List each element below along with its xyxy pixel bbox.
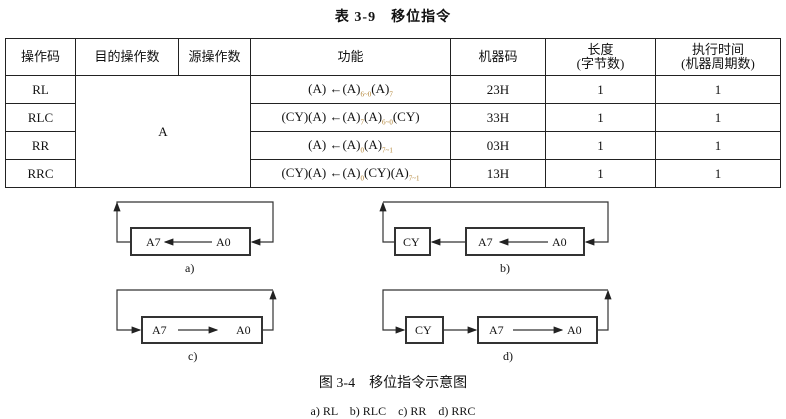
machine-code-cell: 13H (450, 159, 546, 188)
bit-range: 7~1 (382, 146, 393, 155)
bit-range: 0 (360, 146, 365, 155)
d-a0: A0 (567, 323, 582, 337)
a-a7: A7 (146, 235, 161, 249)
b-cy: CY (403, 235, 420, 249)
bit-range: 0 (360, 174, 365, 183)
figure-caption: 图 3-4 移位指令示意图 (318, 376, 468, 391)
shift-instruction-table: 操作码 目的操作数 源操作数 功能 机器码 长度 (字节数) 执行时间 (机器周… (5, 38, 781, 188)
function-cell: (A) ←(A)6~0(A)7 (250, 75, 451, 104)
header-dest: 目的操作数 (75, 38, 179, 76)
label-b: b) (500, 261, 510, 275)
function-part: (A) ←(A) (308, 136, 361, 152)
function-part: (CY)(A) (364, 164, 409, 180)
c-a7: A7 (152, 323, 167, 337)
machine-code-cell: 23H (450, 75, 546, 104)
opcode-cell: RLC (5, 103, 76, 132)
dest-operand-cell: A (75, 75, 251, 188)
machine-code-cell: 03H (450, 131, 546, 160)
function-part: (CY) (392, 108, 420, 124)
diagram-rrc (382, 289, 612, 344)
time-cell: 1 (655, 159, 781, 188)
header-time: 执行时间 (机器周期数) (655, 38, 781, 76)
function-part: (A) (364, 108, 383, 124)
a-a0: A0 (216, 235, 231, 249)
header-function: 功能 (250, 38, 451, 76)
diagram-rr (116, 289, 277, 344)
b-a7: A7 (478, 235, 493, 249)
diagram-rlc (379, 201, 609, 256)
bit-range: 7 (360, 118, 365, 127)
header-row: 操作码 目的操作数 源操作数 功能 机器码 长度 (字节数) 执行时间 (机器周… (5, 38, 781, 76)
function-part: (A) (371, 80, 390, 96)
figure-subcaption: a) RL b) RLC c) RR d) RRC (310, 404, 476, 418)
table-title: 表 3-9 移位指令 (334, 10, 452, 25)
time-cell: 1 (655, 75, 781, 104)
bit-range: 6~0 (360, 90, 372, 99)
d-cy: CY (415, 323, 432, 337)
function-cell: (CY)(A) ←(A)0(CY)(A)7~1 (250, 159, 451, 188)
opcode-cell: RRC (5, 159, 76, 188)
header-src: 源操作数 (178, 38, 251, 76)
c-a0: A0 (236, 323, 251, 337)
function-part: (CY)(A) ←(A) (281, 108, 361, 124)
label-d: d) (503, 349, 513, 363)
bit-range: 6~0 (382, 118, 393, 127)
function-part: (CY)(A) ←(A) (281, 164, 361, 180)
label-c: c) (188, 349, 197, 363)
diagram-rl (113, 201, 274, 256)
b-a0: A0 (552, 235, 567, 249)
label-a: a) (185, 261, 194, 275)
d-a7: A7 (489, 323, 504, 337)
function-part: (A) (364, 136, 383, 152)
bit-range: 7 (389, 90, 393, 99)
function-part: (A) ←(A) (308, 80, 361, 96)
header-opcode: 操作码 (5, 38, 76, 76)
header-machine-code: 机器码 (450, 38, 546, 76)
bit-range: 7~1 (408, 174, 420, 183)
